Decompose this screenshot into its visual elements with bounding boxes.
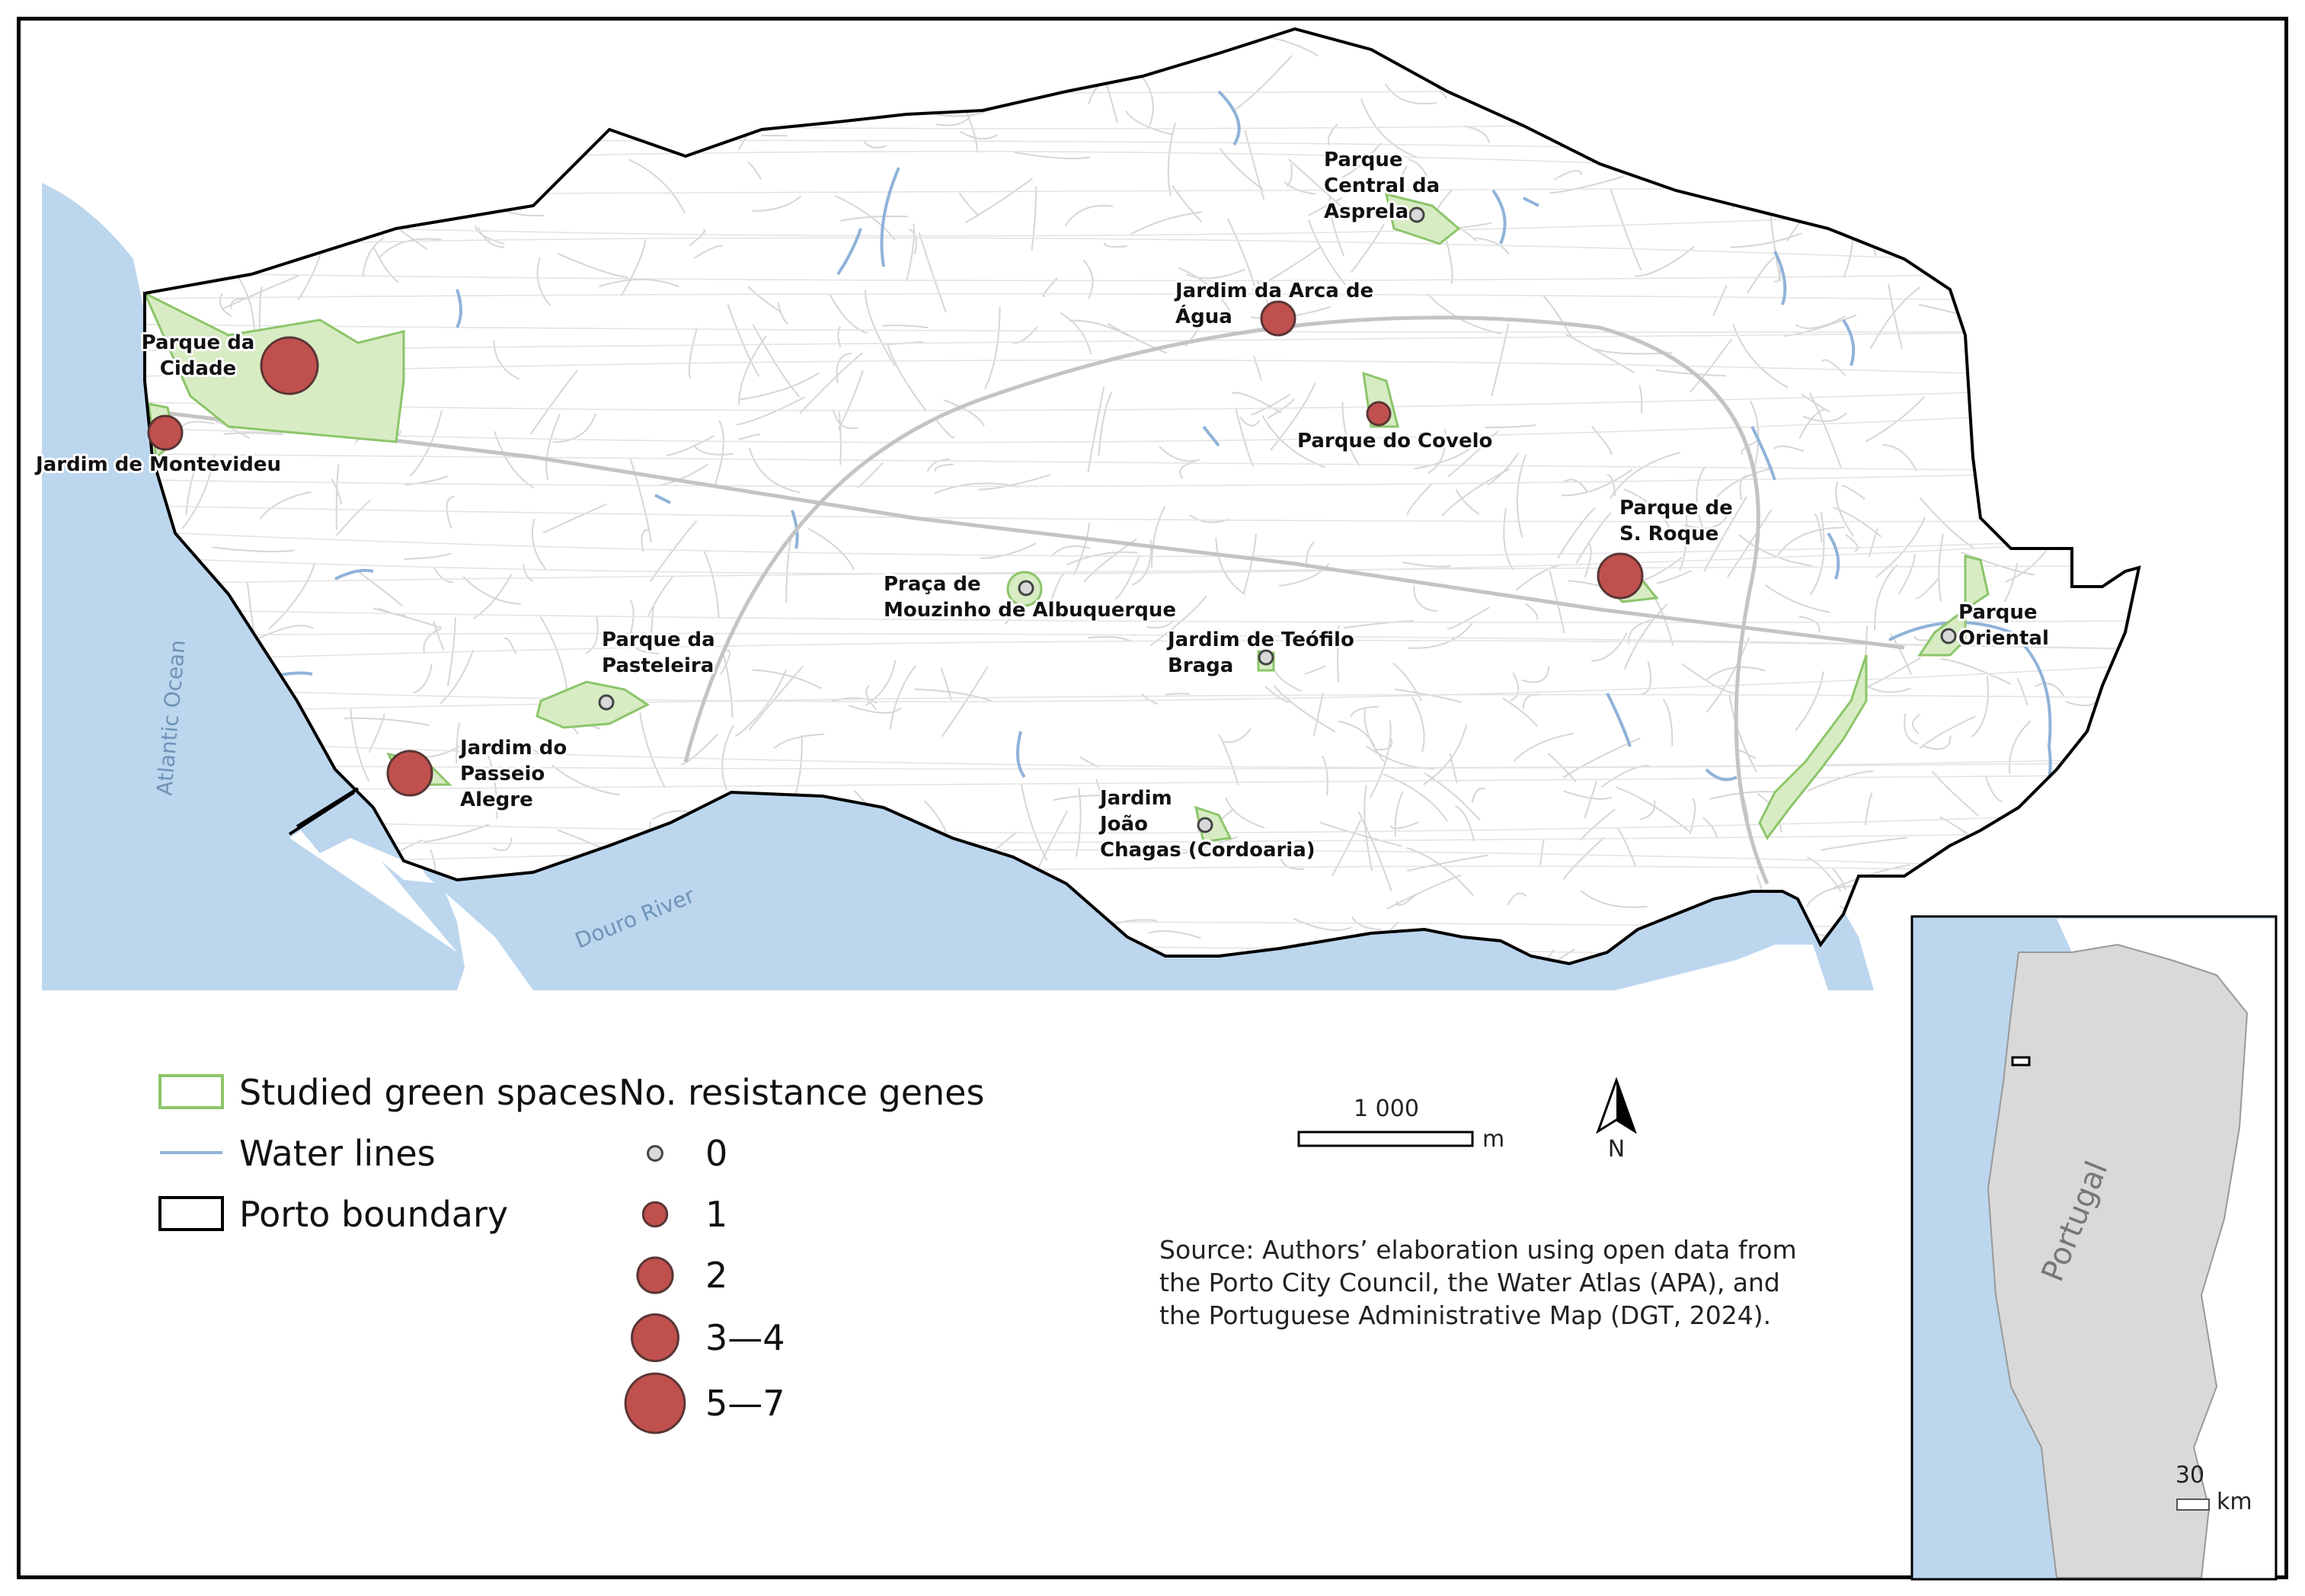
legend-class-label-0: 0 [705, 1133, 727, 1174]
jardim-joao-chagas-marker [1197, 817, 1213, 833]
parque-do-covelo-marker [1366, 401, 1392, 427]
green-space-area [535, 680, 650, 729]
water-line [1016, 731, 1026, 779]
inset-spain [2057, 919, 2275, 1578]
legend-class-label-3: 3—4 [705, 1317, 785, 1358]
harbor-structures [288, 787, 417, 913]
main-avenue [152, 409, 1905, 650]
legend-marker-3 [631, 1313, 679, 1362]
legend-marker-4 [624, 1372, 686, 1434]
map-frame [17, 17, 2288, 1579]
water-line [1842, 318, 1856, 366]
scale-bar-rect [1297, 1131, 1474, 1147]
parque-oriental-marker [1940, 628, 1957, 644]
scale-unit: m [1482, 1126, 1504, 1153]
water-line [1705, 768, 1738, 782]
parque-da-cidade-marker [260, 336, 319, 395]
jardim-de-montevideu-label: Jardim de Montevideu [34, 453, 281, 476]
source-line-3: the Portuguese Administrative Map (DGT, … [1159, 1300, 1771, 1330]
water-line [1202, 425, 1220, 447]
water-line [1491, 189, 1507, 245]
jardim-de-montevideu-marker [147, 414, 184, 451]
legend: Studied green spaces Water lines Porto b… [158, 1072, 984, 1434]
parque-da-pasteleira-marker [598, 694, 615, 711]
legend-boundary-label: Porto boundary [239, 1194, 508, 1235]
legend-green-label: Studied green spaces [239, 1072, 618, 1113]
legend-class-label-2: 2 [705, 1255, 727, 1296]
inset-scale-unit: km [2217, 1489, 2252, 1515]
water-line [1523, 197, 1539, 207]
jardim-da-arca-de-agua-marker [1260, 300, 1296, 337]
resistance-gene-markers [147, 206, 1957, 833]
inset-porto-marker [2011, 1056, 2031, 1067]
porto-land [145, 29, 2139, 964]
legend-gene-classes: 0 1 2 3—4 5—7 [624, 1133, 785, 1434]
water-line [1827, 532, 1840, 580]
legend-class-label-1: 1 [705, 1194, 727, 1235]
water-line [456, 289, 462, 328]
scale-value: 1 000 [1354, 1095, 1419, 1122]
water-line [334, 568, 374, 581]
legend-water-label: Water lines [239, 1133, 436, 1174]
north-arrow: N [1596, 1076, 1637, 1163]
source-line-1: Source: Authors’ elaboration using open … [1159, 1235, 1797, 1265]
water-line [1606, 692, 1632, 747]
legend-genes-title: No. resistance genes [619, 1072, 984, 1113]
inset-map: Portugal 30 km [1910, 915, 2278, 1581]
legend-green-swatch [158, 1074, 224, 1109]
green-space-area [1917, 555, 1990, 657]
inset-portugal [1987, 943, 2249, 1578]
praca-de-mouzinho-marker [1018, 580, 1034, 597]
parque-central-da-asprela-marker [1408, 206, 1425, 223]
scale-bar: 1 000 m [1297, 1095, 1504, 1153]
inset-scale-value: 30 [2176, 1462, 2204, 1489]
legend-marker-1 [641, 1201, 669, 1228]
legend-marker-0 [647, 1145, 663, 1162]
legend-class-label-4: 5—7 [705, 1383, 785, 1424]
legend-boundary-swatch [158, 1196, 224, 1231]
water-line [836, 228, 862, 276]
legend-marker-2 [636, 1256, 674, 1294]
source-line-2: the Porto City Council, the Water Atlas … [1159, 1268, 1780, 1297]
ring-road [683, 315, 1770, 885]
water-line [654, 494, 671, 504]
water-line [880, 167, 900, 267]
water-line [1217, 90, 1241, 146]
water-line [1750, 426, 1776, 481]
green-space-area [1758, 654, 1868, 840]
jardim-do-passeio-alegre-marker [386, 750, 433, 797]
parque-do-covelo-label: Parque do Covelo [1297, 430, 1492, 453]
jardim-de-teofilo-braga-marker [1258, 649, 1274, 666]
source-note: Source: Authors’ elaboration using open … [1159, 1235, 1797, 1330]
north-label: N [1608, 1136, 1625, 1163]
parque-de-s-roque-marker [1597, 552, 1644, 600]
inset-scale-bar [2176, 1498, 2210, 1511]
water-line [1773, 251, 1787, 305]
